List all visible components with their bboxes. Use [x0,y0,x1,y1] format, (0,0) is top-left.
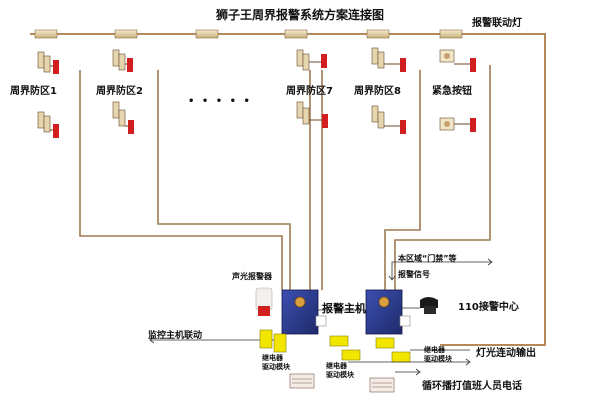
sensor-zone8-a [371,47,406,72]
sensor-zone2-a [112,49,133,72]
relay-mid-2 [341,349,361,361]
light-output-label: 灯光连动输出 [476,348,536,359]
zone7-label: 周界防区7 [286,86,333,97]
emergency-button-b [439,117,476,132]
zone8-label: 周界防区8 [354,86,401,97]
relay-drive-label-b: 继电器 驱动模块 [326,362,354,379]
alarm-link-light-label: 报警联动灯 [472,18,522,29]
relay-mid-1 [329,335,349,347]
relay-left-1 [259,329,273,349]
sound-light-alarm-device [255,287,273,316]
sound-light-alarm-label: 声光报警器 [232,272,272,281]
link-lamp-4 [284,29,308,39]
sensor-zone7-b [296,101,328,128]
center-110-label: 110接警中心 [458,302,519,313]
duty-call-label: 循环播打值班人员电话 [422,381,522,392]
sensor-zone7-a [296,49,327,71]
relay-modules [259,329,411,363]
link-lamp-5 [366,29,390,39]
relay-left-2 [273,333,287,353]
relay-right-2 [391,351,411,363]
sensor-zone2-b [112,101,134,134]
sensors [37,47,476,138]
relay-drive-label-c: 继电器 驱动模块 [424,346,452,363]
sensor-zone8-b [371,105,406,134]
emergency-button-a [439,49,476,72]
emergency-button-label: 紧急按钮 [432,86,472,97]
door-signal-label-1: 本区域“门禁”等 [398,254,457,263]
output-arrows [348,349,471,376]
dialer-devices [289,373,395,393]
sensor-zone1-b [37,111,59,138]
zone1-label: 周界防区1 [10,86,57,97]
relay-drive-label-a: 继电器 驱动模块 [262,354,290,371]
dialer-right [369,377,395,393]
phone-line-110 [402,297,438,314]
link-lamp-2 [114,29,138,39]
dialer-left [289,373,315,389]
alarm-host-right [365,289,411,335]
zone2-label: 周界防区2 [96,86,143,97]
link-lamp-3 [195,29,219,39]
link-lamp-1 [34,29,58,39]
alarm-host-left [281,289,327,335]
diagram-title: 狮子王周界报警系统方案连接图 [215,8,384,22]
link-lamps [34,29,463,39]
link-lamp-6 [439,29,463,39]
monitor-link-label: 监控主机联动 [148,331,203,341]
sensor-zone1-a [37,51,59,74]
zone-wires [79,65,491,290]
alarm-host-label: 报警主机 [322,302,366,315]
zones-ellipsis: • • • • • [188,96,252,107]
door-signal-label-2: 报警信号 [398,270,430,279]
relay-right-1 [375,337,395,349]
door-signal-arrow [388,258,493,281]
